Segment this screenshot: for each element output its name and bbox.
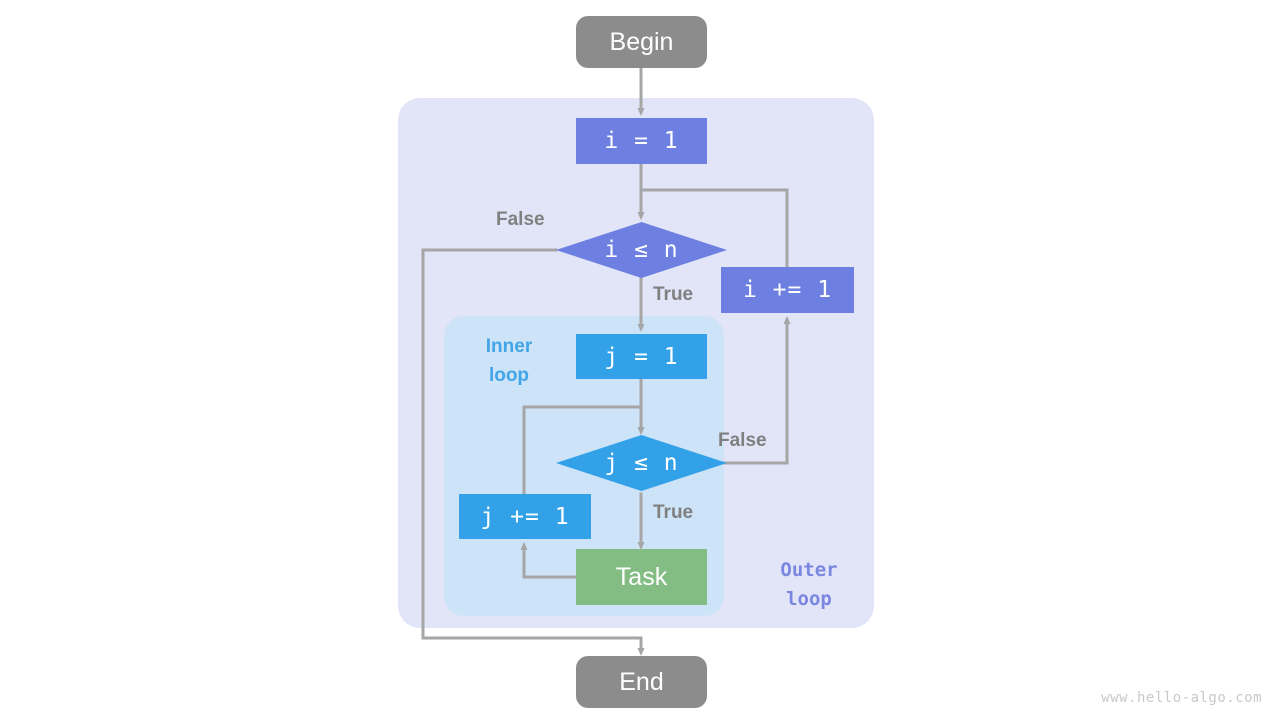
edge-label-cond-j-true: True	[653, 502, 694, 523]
node-init-i[interactable]: i = 1	[576, 118, 707, 164]
node-task[interactable]: Task	[576, 549, 707, 605]
watermark: www.hello-algo.com	[1101, 690, 1262, 706]
edge-label-cond-j-false: False	[718, 430, 767, 451]
edge-label-cond-i-true: True	[653, 284, 694, 305]
node-init-j[interactable]: j = 1	[576, 334, 707, 379]
edge-label-cond-i-false: False	[496, 209, 545, 230]
inner-loop-label: Inner loop	[485, 336, 533, 386]
node-cond-i[interactable]: i ≤ n	[556, 222, 727, 278]
node-end[interactable]: End	[576, 656, 707, 708]
node-incr-j[interactable]: j += 1	[459, 494, 591, 539]
node-incr-i[interactable]: i += 1	[721, 267, 854, 313]
node-cond-j[interactable]: j ≤ n	[556, 435, 727, 491]
outer-loop-label: Outer loop	[780, 559, 838, 610]
node-begin[interactable]: Begin	[576, 16, 707, 68]
